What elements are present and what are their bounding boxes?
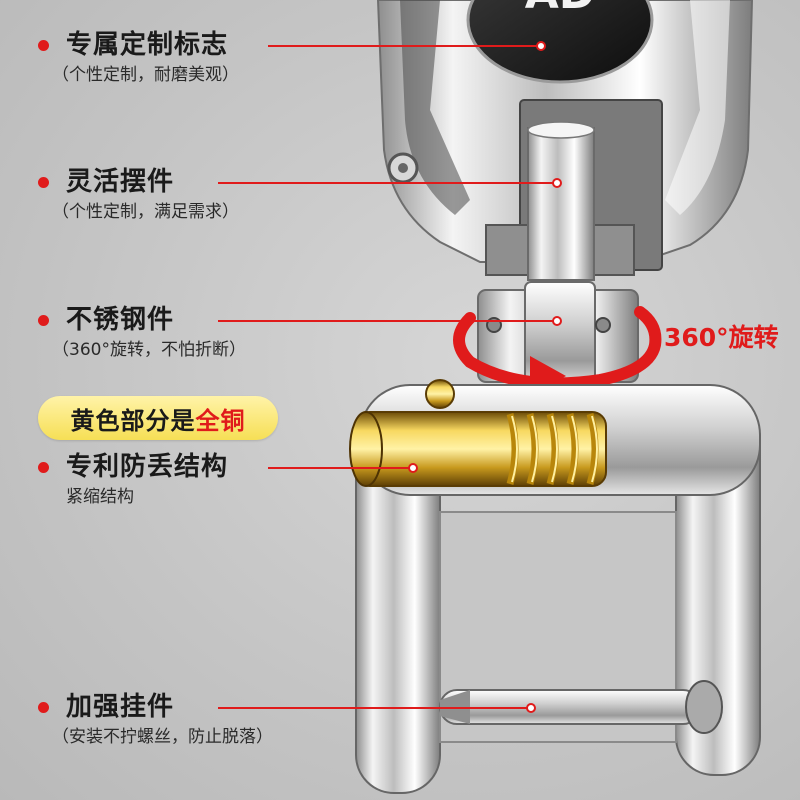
bullet-dot-icon (38, 40, 49, 51)
leader-line-swing (218, 182, 556, 184)
badge-highlight: 全铜 (195, 406, 246, 435)
leader-line-hanger (218, 707, 530, 709)
leader-dot-swing (552, 178, 562, 188)
bullet-dot-icon (38, 702, 49, 713)
feature-subtitle: （360°旋转，不怕折断） (52, 340, 246, 360)
bullet-dot-icon (38, 177, 49, 188)
bullet-dot-icon (38, 315, 49, 326)
swivel-joint (477, 281, 639, 388)
feature-title: 专利防丢结构 (66, 452, 229, 482)
rotation-label: 360°旋转 (664, 323, 779, 352)
bullet-dot-icon (38, 462, 49, 473)
logo-head: AD (376, 0, 754, 281)
feature-title: 灵活摆件 (66, 167, 175, 197)
feature-title: 加强挂件 (66, 692, 175, 722)
feature-title: 专属定制标志 (66, 30, 229, 60)
leader-line-steel (218, 320, 556, 322)
leader-dot-hanger (526, 703, 536, 713)
feature-subtitle: （个性定制，满足需求） (52, 202, 239, 222)
leader-dot-steel (552, 316, 562, 326)
feature-title: 不锈钢件 (66, 305, 175, 335)
badge-text: 黄色部分是 (70, 406, 196, 435)
shackle (349, 379, 761, 794)
feature-subtitle: 紧缩结构 (66, 487, 134, 507)
leader-dot-patent (408, 463, 418, 473)
leader-line-logo (268, 45, 540, 47)
leader-dot-logo (536, 41, 546, 51)
copper-badge: 黄色部分是全铜 (38, 396, 278, 440)
leader-line-patent (268, 467, 412, 469)
feature-subtitle: （安装不拧螺丝，防止脱落） (52, 727, 273, 747)
logo-text: AD (525, 0, 596, 19)
feature-subtitle: （个性定制，耐磨美观） (52, 65, 239, 85)
